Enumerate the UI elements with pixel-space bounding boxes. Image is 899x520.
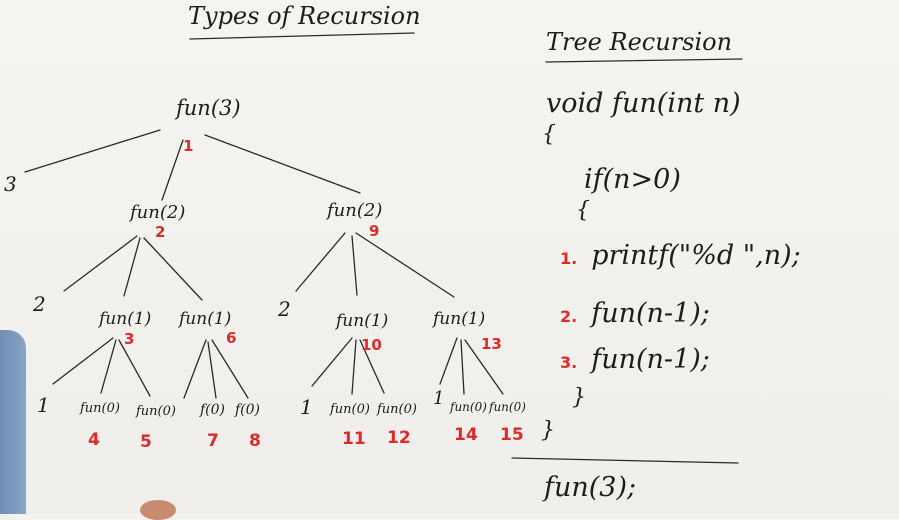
node-r2: fun(2) [327,200,383,221]
order-15: 15 [500,425,524,445]
step-1-text: printf("%d ",n); [591,240,801,271]
edge-root-left [161,139,184,201]
order-4: 4 [88,430,100,450]
node-l3a: fun(1) [99,309,152,329]
step-2-number: 2. [560,307,578,326]
code-open-brace: { [542,122,556,147]
step-2-text: fun(n-1); [591,298,710,329]
order-11: 11 [342,429,366,449]
order-6: 6 [226,329,237,347]
presenter-hand [140,500,176,520]
leaf-l3c: 1 [300,395,313,419]
node-l3c: fun(1) [336,311,389,331]
leaf-root: 3 [4,172,17,196]
leaf-l3a: 1 [37,393,50,417]
section-underline [545,58,743,63]
node-l4-4: f(0) [235,402,261,418]
edge-a-right [118,339,151,397]
order-10: 10 [361,336,382,354]
node-l4-6: fun(0) [377,402,417,417]
edge-l2-leaf [63,235,138,292]
edge-d-right [464,339,504,395]
order-13: 13 [481,335,502,353]
node-l2: fun(2) [130,202,186,223]
node-l4-5: fun(0) [330,402,370,417]
order-9: 9 [369,222,380,240]
order-3: 3 [124,330,135,348]
order-12: 12 [387,428,411,448]
code-signature: void fun(int n) [546,88,741,119]
edge-c-leaf [311,337,353,387]
section-title: Tree Recursion [546,28,733,56]
edge-r2-right [355,232,455,298]
leaf-l2: 2 [33,292,46,316]
edge-a-leaf [52,337,114,385]
edge-root-leaf [24,129,161,173]
node-l4-1: fun(0) [80,401,120,416]
leaf-l3d: 1 [433,388,445,409]
order-7: 7 [207,431,219,451]
code-close-brace: } [541,418,555,443]
code-step-2: 2. fun(n-1); [560,298,710,329]
edge-b-right [211,339,249,399]
leaf-r2: 2 [278,297,291,321]
edge-l2-right [143,237,203,301]
order-5: 5 [140,432,152,452]
order-1: 1 [183,137,194,155]
code-if: if(n>0) [584,164,681,195]
step-3-number: 3. [560,353,578,372]
node-l4-3: f(0) [200,402,226,418]
edge-r2-mid [351,235,358,296]
edge-d-mid [460,339,465,395]
node-l3d: fun(1) [433,309,486,329]
edge-b-left [183,339,207,399]
call-separator [511,457,739,464]
edge-c-right [359,339,385,394]
title-underline [189,32,415,40]
edge-d-leaf [439,337,458,385]
page-title: Types of Recursion [188,2,421,30]
node-l4-8: fun(0) [489,400,526,414]
edge-r2-leaf [295,232,346,292]
edge-l2-mid [123,237,141,297]
presenter-arm [0,330,26,514]
code-step-3: 3. fun(n-1); [560,344,710,375]
code-call: fun(3); [544,472,637,503]
order-14: 14 [454,425,478,445]
step-3-text: fun(n-1); [591,344,710,375]
edge-a-mid [100,339,117,394]
code-close-if: } [572,385,586,410]
node-l4-2: fun(0) [136,404,176,419]
edge-root-right [204,134,361,194]
step-1-number: 1. [560,249,578,268]
edge-c-mid [351,339,357,395]
order-8: 8 [249,431,261,451]
order-2: 2 [155,223,166,241]
edge-b-mid [207,341,217,399]
node-l4-7: fun(0) [450,400,487,414]
node-root: fun(3) [176,96,241,120]
code-step-1: 1. printf("%d ",n); [560,240,801,271]
code-if-brace: { [576,198,590,223]
node-l3b: fun(1) [179,309,232,329]
